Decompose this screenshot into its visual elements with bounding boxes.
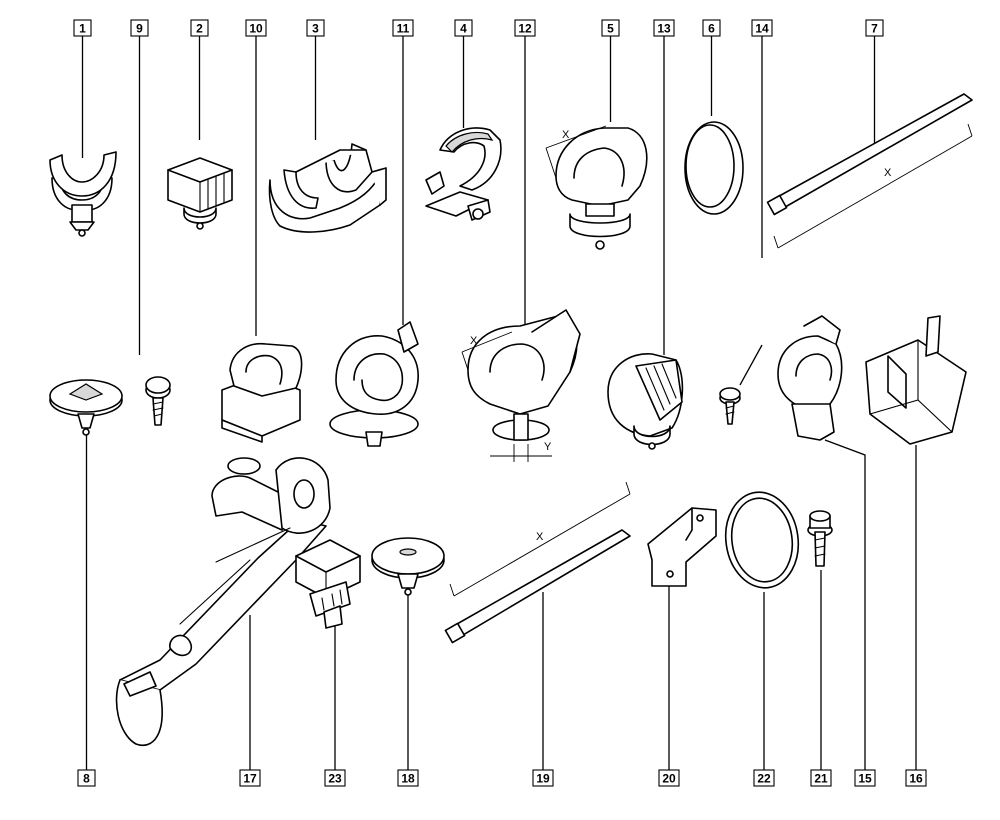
callout-2[interactable]: 2 (190, 19, 209, 140)
callout-16[interactable]: 16 (905, 445, 927, 787)
callout-20[interactable]: 20 (658, 586, 680, 787)
callout-5-label: 5 (607, 22, 614, 36)
callout-23-label: 23 (328, 772, 342, 786)
dim-y-part12: Y (544, 441, 552, 453)
part-13-fan-clip (607, 353, 684, 450)
dim-x-part19: X (536, 531, 544, 543)
callout-14-label: 14 (755, 22, 769, 36)
callout-20-label: 20 (662, 772, 676, 786)
callout-15-label: 15 (858, 772, 872, 786)
part-5-single-clip: X (545, 125, 648, 250)
callout-13-label: 13 (657, 22, 671, 36)
callout-9-label: 9 (136, 22, 143, 36)
part-3-double-cradle (268, 143, 387, 233)
callout-11-label: 11 (397, 22, 410, 36)
callout-19[interactable]: 19 (532, 592, 554, 787)
callout-11[interactable]: 11 (392, 19, 414, 325)
part-17-cable-channel (115, 457, 331, 746)
dim-x-part7: X (884, 167, 892, 179)
callout-17-label: 17 (243, 772, 257, 786)
callout-14[interactable]: 14 (739, 19, 773, 386)
callout-4-label: 4 (460, 22, 467, 36)
callout-16-label: 16 (909, 772, 923, 786)
part-21-bolt (807, 510, 833, 567)
callout-3-label: 3 (312, 22, 319, 36)
dim-x-part5: X (562, 129, 570, 141)
part-9-screw (145, 376, 171, 426)
callout-10[interactable]: 10 (245, 19, 267, 336)
callout-12[interactable]: 12 (514, 19, 536, 328)
part-12-clip-xy: X Y (461, 309, 581, 462)
callout-9[interactable]: 9 (130, 19, 149, 355)
part-22-oval-ring (724, 491, 800, 589)
callout-10-label: 10 (249, 22, 263, 36)
callout-22-label: 22 (757, 772, 771, 786)
callout-21[interactable]: 21 (810, 570, 832, 787)
part-19-cable-tie: X (444, 481, 631, 644)
callout-8-label: 8 (83, 772, 90, 786)
part-23-connector (295, 539, 361, 629)
callout-6-label: 6 (708, 22, 715, 36)
callout-21-label: 21 (814, 772, 828, 786)
part-2-ribbed-clip (167, 157, 233, 230)
dim-x-part12: X (470, 335, 478, 347)
part-1-double-clip (49, 151, 117, 237)
part-16-bracket (865, 315, 967, 445)
part-15-tall-clip (777, 315, 843, 441)
part-11-round-clip (329, 321, 419, 447)
callout-6[interactable]: 6 (702, 19, 721, 116)
callout-15[interactable]: 15 (824, 439, 876, 787)
callout-5[interactable]: 5 (601, 19, 620, 122)
callout-12-label: 12 (518, 22, 532, 36)
callout-22[interactable]: 22 (753, 592, 775, 787)
callout-19-label: 19 (536, 772, 550, 786)
callout-18-label: 18 (401, 772, 415, 786)
part-10-box-clip (221, 342, 303, 443)
callout-3[interactable]: 3 (306, 19, 325, 140)
callout-2-label: 2 (196, 22, 203, 36)
callout-13[interactable]: 13 (653, 19, 675, 355)
part-20-angle-bracket (647, 507, 717, 587)
part-7-cable-tie: X (766, 93, 973, 249)
callout-4[interactable]: 4 (454, 19, 473, 128)
callout-7[interactable]: 7 (865, 19, 884, 145)
part-14-screw (719, 387, 741, 425)
callout-1-label: 1 (79, 22, 86, 36)
callout-18[interactable]: 18 (397, 592, 419, 787)
part-18-push-cap (371, 537, 445, 596)
part-6-oval-grommet (684, 121, 744, 215)
callout-8[interactable]: 8 (77, 430, 96, 787)
part-8-push-cap (49, 379, 123, 436)
part-4-grip-clip (425, 127, 502, 221)
callout-7-label: 7 (871, 22, 878, 36)
callout-23[interactable]: 23 (324, 626, 346, 787)
callout-1[interactable]: 1 (73, 19, 92, 158)
callout-17[interactable]: 17 (239, 615, 261, 787)
